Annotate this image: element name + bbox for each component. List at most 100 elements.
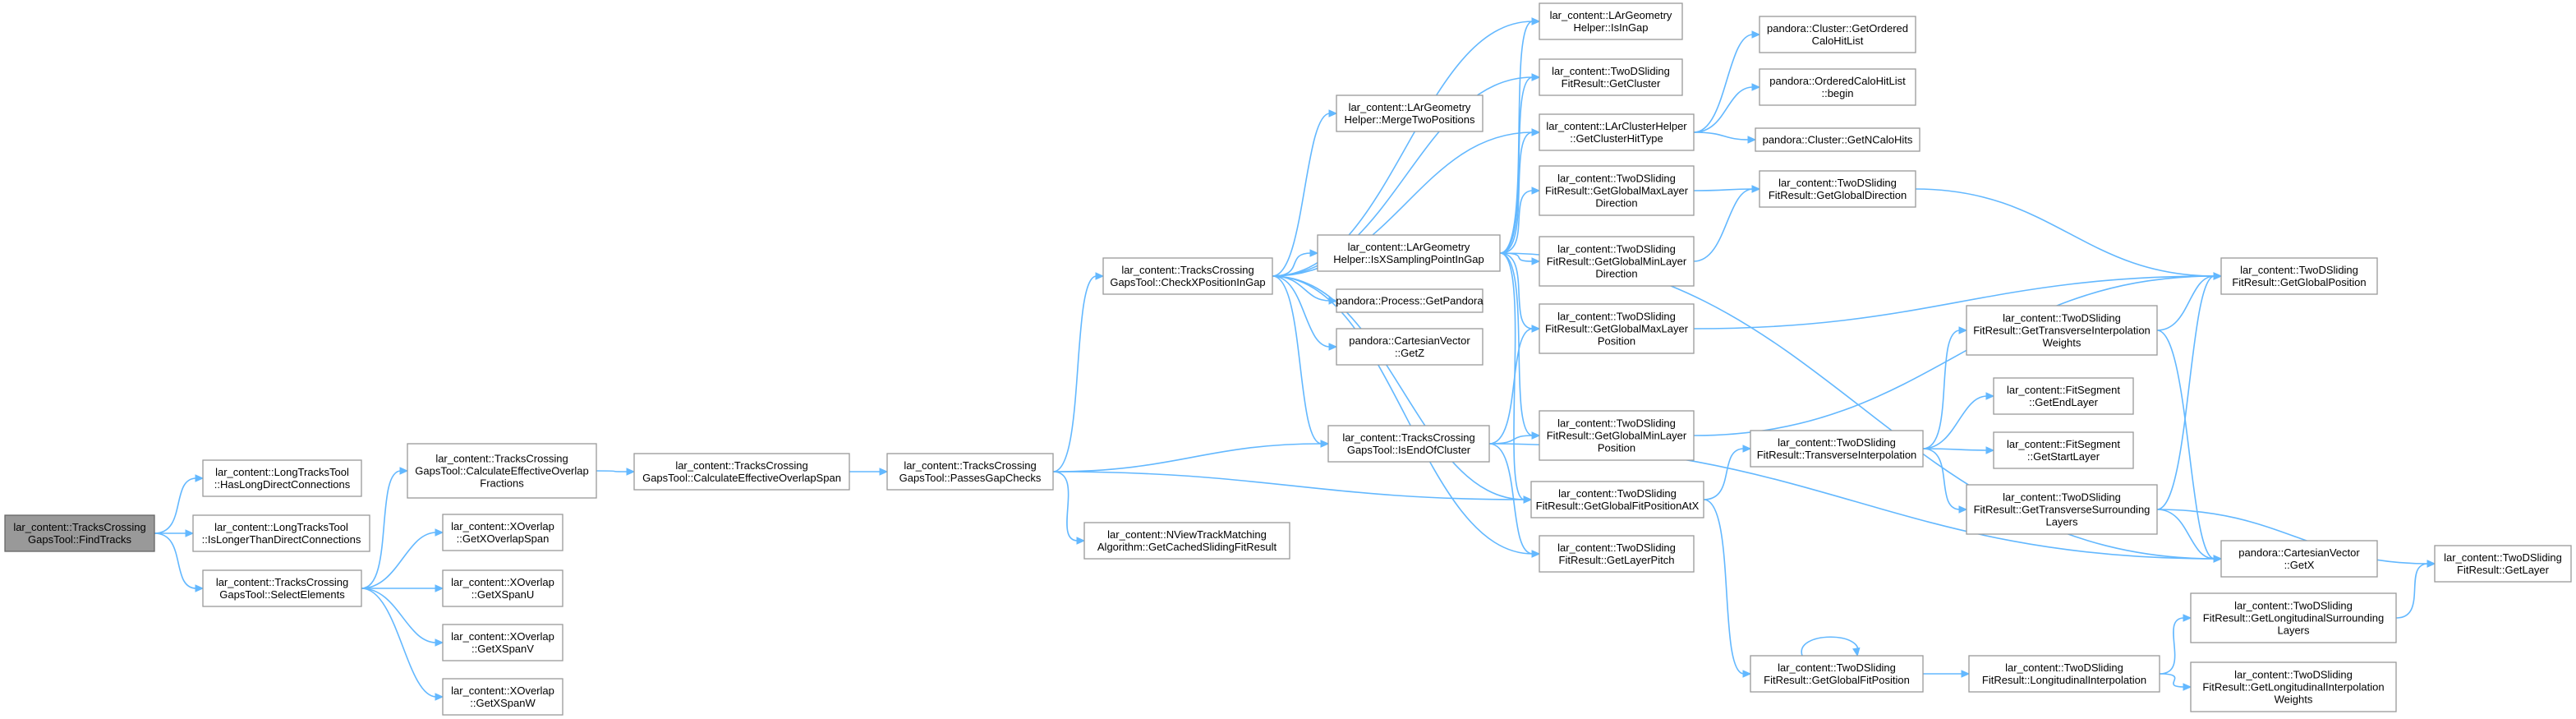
node-label-line: lar_content::TwoDSliding [2005, 661, 2123, 674]
node-label-line: FitResult::GetGlobalMinLayer [1547, 256, 1687, 268]
node-label-line: lar_content::LArGeometry [1550, 9, 1672, 21]
edge-get-cluster-hit-type-to-get-n-calo-hits [1693, 131, 1757, 144]
node-has-long-direct[interactable]: lar_content::LongTracksTool::HasLongDire… [202, 459, 362, 497]
node-box [1759, 16, 1916, 53]
node-get-global-max-layer-direction[interactable]: lar_content::TwoDSlidingFitResult::GetGl… [1539, 165, 1695, 216]
edge-arrowhead [1328, 109, 1338, 118]
node-get-cluster-hit-type[interactable]: lar_content::LArClusterHelper::GetCluste… [1539, 113, 1695, 151]
node-get-layer[interactable]: lar_content::TwoDSlidingFitResult::GetLa… [2434, 545, 2572, 583]
node-label-line: FitResult::GetGlobalFitPosition [1764, 674, 1910, 686]
node-passes-gap-checks[interactable]: lar_content::TracksCrossingGapsTool::Pas… [886, 453, 1054, 491]
edge-line [1801, 636, 1859, 657]
node-get-x-overlap-span[interactable]: lar_content::XOverlap::GetXOverlapSpan [442, 514, 564, 551]
edge-find-tracks-to-is-longer-than-direct [154, 529, 195, 537]
node-cartesian-get-z[interactable]: pandora::CartesianVector::GetZ [1336, 328, 1484, 366]
edge-line [154, 532, 197, 589]
node-transverse-interpolation[interactable]: lar_content::TwoDSlidingFitResult::Trans… [1750, 430, 1924, 468]
node-get-start-layer[interactable]: lar_content::FitSegment::GetStartLayer [1993, 431, 2134, 469]
node-box [442, 569, 564, 607]
edge-arrowhead [1751, 83, 1761, 91]
edge-arrowhead [1531, 550, 1541, 558]
node-ordered-calo-hit-list-begin[interactable]: pandora::OrderedCaloHitList::begin [1759, 68, 1916, 106]
node-label-line: FitResult::GetCluster [1562, 77, 1661, 90]
node-get-layer-pitch[interactable]: lar_content::TwoDSlidingFitResult::GetLa… [1539, 535, 1695, 573]
node-find-tracks[interactable]: lar_content::TracksCrossingGapsTool::Fin… [4, 514, 155, 552]
edge-line [1693, 188, 1754, 262]
node-get-n-calo-hits[interactable]: pandora::Cluster::GetNCaloHits [1755, 127, 1920, 152]
node-box [1336, 288, 1484, 313]
edge-arrowhead [435, 693, 444, 701]
node-box [1750, 430, 1924, 468]
node-label-line: lar_content::TracksCrossing [904, 459, 1036, 472]
node-get-pandora[interactable]: pandora::Process::GetPandora [1336, 288, 1484, 313]
edge-line [1488, 328, 1534, 445]
node-label-line: lar_content::TwoDSliding [1778, 177, 1897, 189]
node-is-longer-than-direct[interactable]: lar_content::LongTracksTool::IsLongerTha… [192, 514, 370, 552]
edge-get-global-fit-position-to-get-global-fit-position [1801, 636, 1861, 657]
node-get-global-min-layer-direction[interactable]: lar_content::TwoDSlidingFitResult::GetGl… [1539, 236, 1695, 287]
node-get-cached-sliding-fit[interactable]: lar_content::NViewTrackMatchingAlgorithm… [1083, 522, 1290, 560]
node-get-global-max-layer-position[interactable]: lar_content::TwoDSlidingFitResult::GetGl… [1539, 303, 1695, 354]
node-get-end-layer[interactable]: lar_content::FitSegment::GetEndLayer [1993, 377, 2134, 415]
node-label-line: lar_content::LArGeometry [1349, 101, 1471, 113]
node-box [1968, 655, 2160, 693]
node-get-transverse-surrounding-layers[interactable]: lar_content::TwoDSlidingFitResult::GetTr… [1966, 484, 2158, 535]
edge-line [1499, 190, 1534, 254]
node-label-line: ::GetXSpanU [472, 588, 535, 601]
node-get-x-span-u[interactable]: lar_content::XOverlap::GetXSpanU [442, 569, 564, 607]
node-box [442, 624, 564, 661]
node-cartesian-get-x[interactable]: pandora::CartesianVector::GetX [2220, 540, 2378, 578]
node-is-x-sampling-point-in-gap[interactable]: lar_content::LArGeometryHelper::IsXSampl… [1317, 234, 1501, 272]
edge-arrowhead [1309, 249, 1319, 257]
node-longitudinal-interpolation[interactable]: lar_content::TwoDSlidingFitResult::Longi… [1968, 655, 2160, 693]
edge-line [1499, 252, 1534, 436]
edge-is-x-sampling-point-in-gap-to-get-cluster-hit-type [1499, 128, 1541, 254]
node-check-x-position-in-gap[interactable]: lar_content::TracksCrossingGapsTool::Che… [1102, 257, 1273, 295]
edge-arrowhead [2183, 614, 2192, 622]
edge-get-global-fit-position-at-x-to-get-global-fit-position [1703, 499, 1752, 678]
node-select-elements[interactable]: lar_content::TracksCrossingGapsTool::Sel… [202, 569, 362, 607]
node-is-end-of-cluster[interactable]: lar_content::TracksCrossingGapsTool::IsE… [1327, 425, 1490, 463]
node-label-line: lar_content::FitSegment [2007, 384, 2120, 396]
edge-line [2156, 275, 2215, 331]
edge-line [1915, 188, 2215, 277]
node-label-line: Helper::IsInGap [1573, 21, 1648, 34]
node-get-longitudinal-surrounding-layers[interactable]: lar_content::TwoDSlidingFitResult::GetLo… [2190, 592, 2397, 643]
node-label-line: Algorithm::GetCachedSlidingFitResult [1097, 541, 1277, 553]
edge-arrowhead [1742, 445, 1752, 453]
edge-check-x-position-in-gap-to-cartesian-get-z [1272, 275, 1338, 351]
node-label-line: FitResult::GetGlobalPosition [2232, 276, 2366, 288]
node-box [1327, 425, 1490, 463]
node-label-line: lar_content::XOverlap [451, 520, 554, 532]
node-label-line: lar_content::TwoDSliding [1557, 173, 1676, 185]
edge-line [2156, 509, 2429, 565]
node-get-global-fit-position-at-x[interactable]: lar_content::TwoDSlidingFitResult::GetGl… [1530, 481, 1704, 519]
edge-line [361, 588, 437, 643]
edge-line [154, 477, 197, 534]
edge-arrowhead [626, 468, 636, 476]
node-calc-eff-overlap-fractions[interactable]: lar_content::TracksCrossingGapsTool::Cal… [407, 443, 597, 499]
node-calc-eff-overlap-span[interactable]: lar_content::TracksCrossingGapsTool::Cal… [633, 453, 850, 491]
node-get-transverse-interpolation-weights[interactable]: lar_content::TwoDSlidingFitResult::GetTr… [1966, 305, 2158, 356]
node-label-line: ::begin [1821, 87, 1853, 99]
edge-check-x-position-in-gap-to-is-x-sampling-point-in-gap [1272, 249, 1319, 277]
node-get-x-span-w[interactable]: lar_content::XOverlap::GetXSpanW [442, 678, 564, 716]
edge-line [1272, 275, 1331, 302]
node-label-line: lar_content::TwoDSliding [2240, 264, 2358, 276]
node-merge-two-positions[interactable]: lar_content::LArGeometryHelper::MergeTwo… [1336, 94, 1484, 132]
node-get-longitudinal-interpolation-weights[interactable]: lar_content::TwoDSlidingFitResult::GetLo… [2190, 661, 2397, 712]
node-label-line: ::GetXSpanV [472, 643, 534, 655]
node-get-x-span-v[interactable]: lar_content::XOverlap::GetXSpanV [442, 624, 564, 661]
node-get-global-direction[interactable]: lar_content::TwoDSlidingFitResult::GetGl… [1759, 170, 1916, 208]
edge-get-cluster-hit-type-to-get-ordered-calo-hit-list [1693, 30, 1761, 133]
node-get-global-position[interactable]: lar_content::TwoDSlidingFitResult::GetGl… [2220, 257, 2378, 295]
node-get-global-min-layer-position[interactable]: lar_content::TwoDSlidingFitResult::GetGl… [1539, 410, 1695, 461]
node-label-line: pandora::OrderedCaloHitList [1769, 75, 1906, 87]
edge-passes-gap-checks-to-check-x-position-in-gap [1052, 272, 1105, 472]
node-get-cluster[interactable]: lar_content::TwoDSlidingFitResult::GetCl… [1539, 58, 1683, 96]
edge-line [2159, 673, 2185, 688]
node-get-global-fit-position[interactable]: lar_content::TwoDSlidingFitResult::GetGl… [1750, 655, 1924, 693]
edge-line [1693, 86, 1754, 133]
